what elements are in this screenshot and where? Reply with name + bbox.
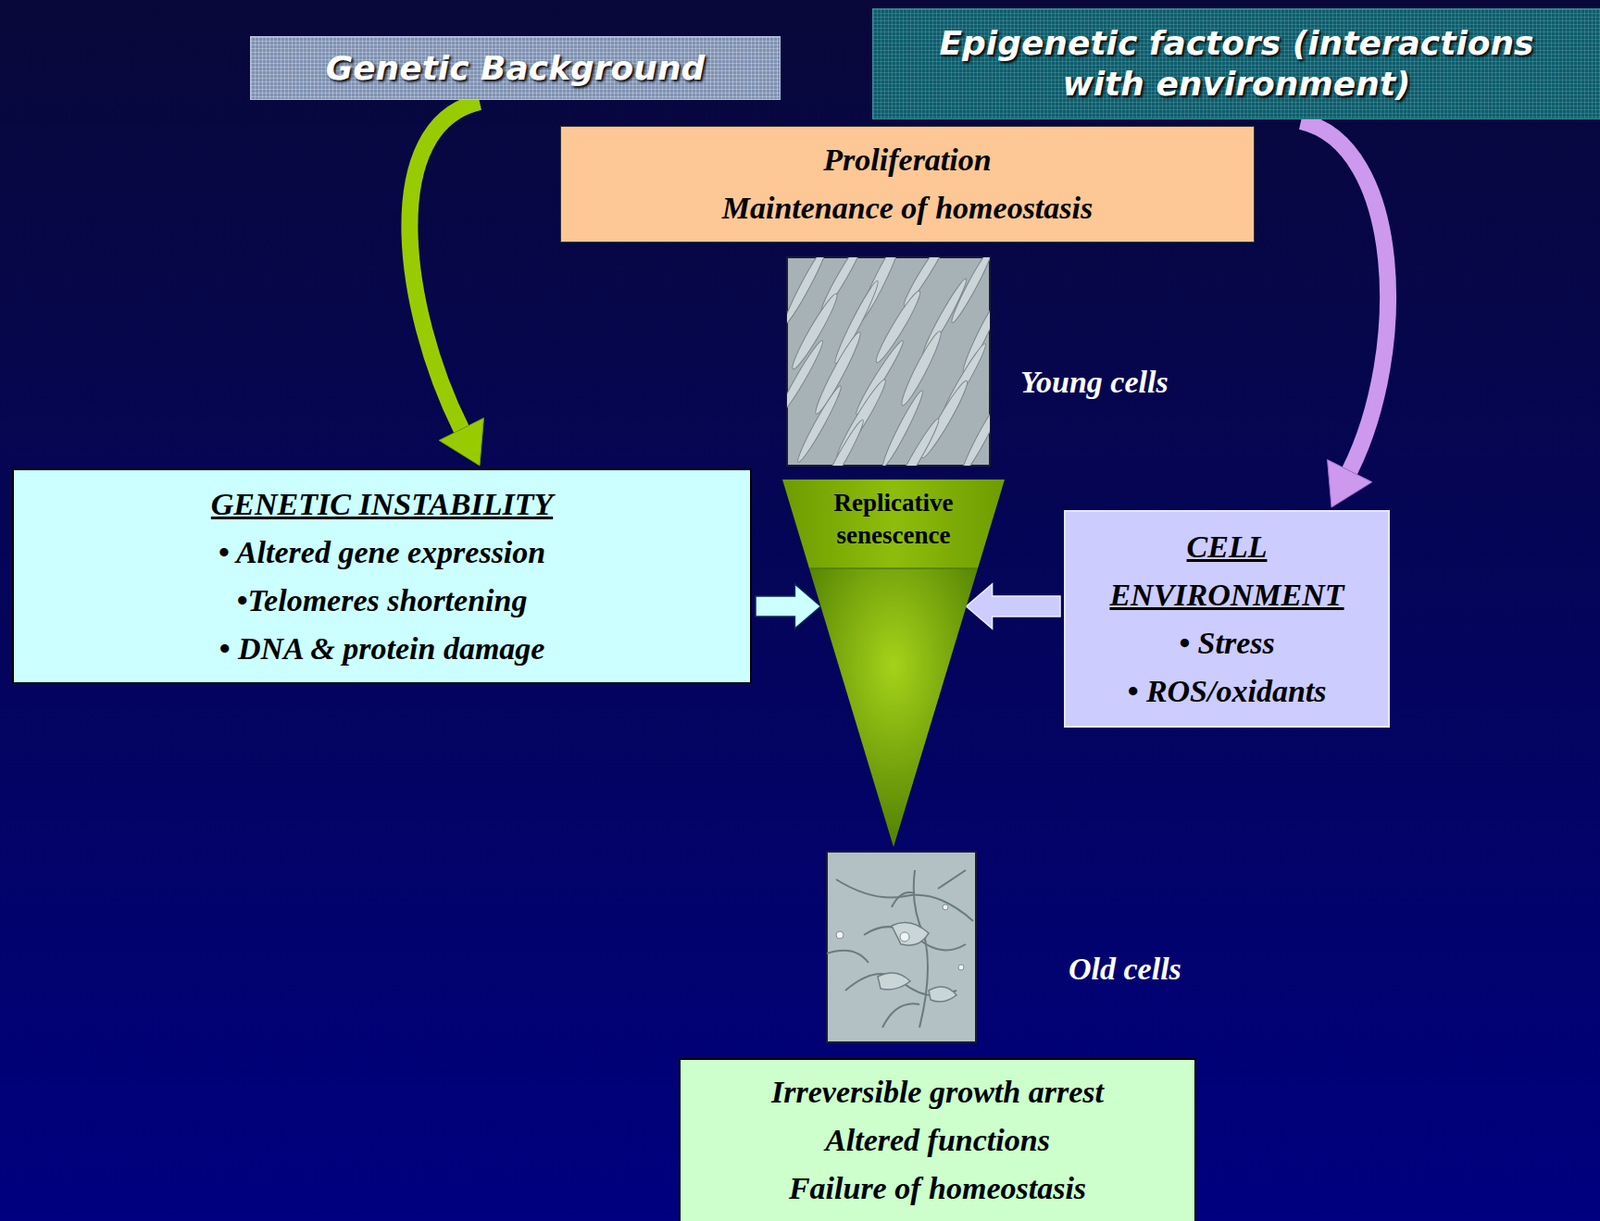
funnel-label: Replicative senescence: [782, 487, 1005, 552]
box-heading: CELL ENVIRONMENT: [1080, 523, 1374, 620]
box-text: Proliferation: [823, 136, 991, 185]
box-text: Irreversible growth arrest: [771, 1068, 1104, 1117]
bullet-item: •Telomeres shortening: [237, 576, 528, 625]
old-cells-photo: [826, 851, 976, 1043]
young-cells-photo: [775, 234, 1005, 497]
box-title: Epigenetic factors (interactions with en…: [922, 23, 1552, 105]
arrow-head: [1327, 460, 1373, 508]
state-box: ProliferationMaintenance of homeostasis: [560, 125, 1255, 243]
funnel-triangle: Replicative senescence: [782, 479, 1005, 848]
outcome-box: Irreversible growth arrestAltered functi…: [678, 1058, 1197, 1221]
bullet-item: • ROS/oxidants: [1126, 667, 1326, 716]
curved-arrow: [409, 101, 480, 430]
bullet-item: • Altered gene expression: [218, 528, 546, 577]
box-heading: GENETIC INSTABILITY: [211, 480, 553, 529]
box-title: Genetic Background: [325, 48, 706, 89]
block-arrow: [755, 584, 821, 629]
cause-box: GENETIC INSTABILITY• Altered gene expres…: [12, 468, 752, 685]
box-text: Altered functions: [825, 1116, 1050, 1165]
arrow-head: [438, 418, 484, 466]
stage-label: Old cells: [1068, 950, 1182, 988]
funnel-divider: [809, 567, 978, 570]
box-text: Failure of homeostasis: [788, 1164, 1087, 1213]
flow-arrow: [409, 101, 484, 466]
bullet-item: • Stress: [1178, 619, 1275, 668]
flow-arrow: [755, 584, 821, 629]
stage-label: Young cells: [1020, 363, 1169, 401]
bullet-item: • DNA & protein damage: [219, 625, 546, 674]
curved-arrow: [1300, 121, 1388, 472]
factor-box: Epigenetic factors (interactions with en…: [872, 8, 1600, 120]
funnel-top: [782, 479, 1005, 569]
flow-arrow: [1300, 121, 1388, 508]
block-arrow: [966, 584, 1061, 629]
flow-arrow: [966, 584, 1061, 629]
cause-box: CELL ENVIRONMENT• Stress• ROS/oxidants: [1063, 510, 1390, 728]
factor-box: Genetic Background: [250, 36, 781, 100]
box-text: Maintenance of homeostasis: [722, 184, 1093, 233]
funnel-body: [809, 568, 978, 848]
